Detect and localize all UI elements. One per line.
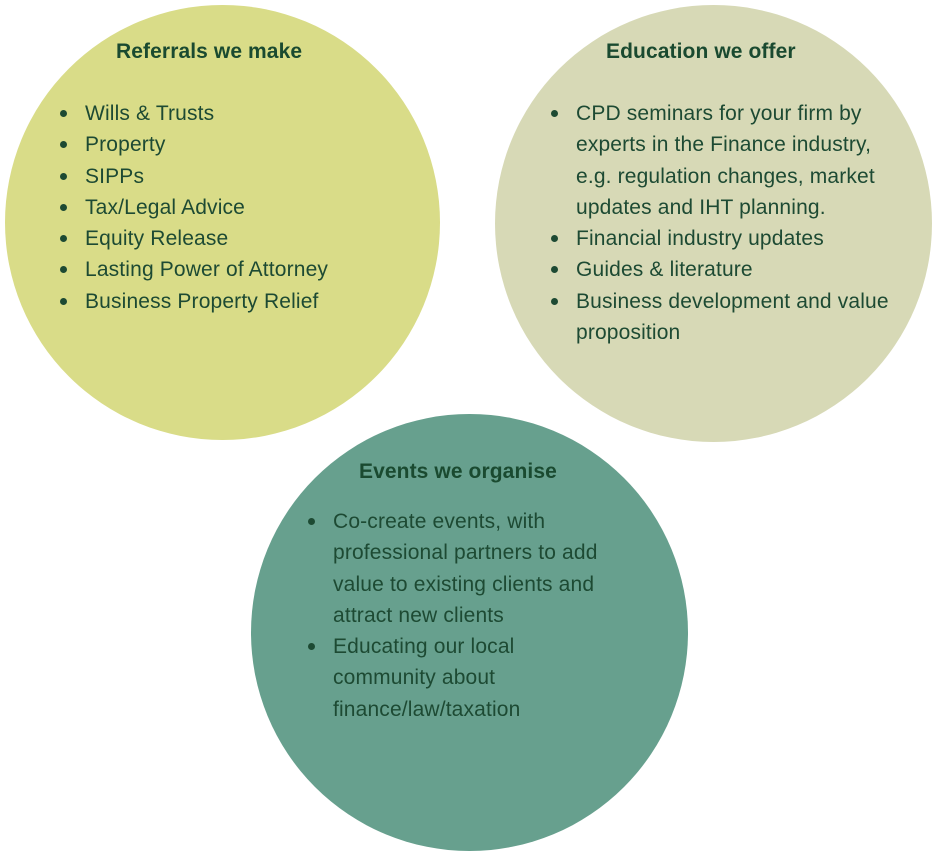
list-item: Tax/Legal Advice: [57, 192, 417, 223]
education-title: Education we offer: [606, 40, 796, 63]
bullet-icon: [60, 110, 67, 117]
bullet-icon: [60, 141, 67, 149]
list-item-text: Tax/Legal Advice: [85, 195, 246, 219]
bullet-icon: [551, 297, 558, 305]
list-item-text: Business Property Relief: [85, 289, 319, 313]
list-item-text: CPD seminars for your firm by experts in…: [576, 102, 875, 219]
list-item: Educating our local community about fina…: [305, 631, 605, 725]
list-item-text: Wills & Trusts: [85, 102, 215, 125]
list-item-text: Property: [85, 133, 166, 157]
list-item-text: Business development and value propositi…: [576, 289, 889, 345]
bullet-icon: [308, 643, 315, 651]
events-circle: [251, 414, 688, 851]
list-item-text: Educating our local community about fina…: [333, 635, 521, 721]
bullet-icon: [308, 518, 315, 525]
bullet-icon: [60, 266, 67, 274]
list-item: Property: [57, 129, 417, 160]
list-item: Equity Release: [57, 223, 417, 254]
list-item-text: Financial industry updates: [576, 227, 824, 251]
events-title: Events we organise: [359, 460, 557, 483]
events-list: Co-create events, with professional part…: [305, 506, 605, 725]
bullet-icon: [60, 235, 67, 243]
list-item-text: SIPPs: [85, 164, 145, 188]
education-circle: [495, 5, 932, 442]
bullet-icon: [551, 266, 558, 274]
list-item: Wills & Trusts: [57, 98, 417, 129]
bullet-icon: [551, 110, 558, 117]
list-item: Business development and value propositi…: [548, 286, 893, 349]
list-item: Lasting Power of Attorney: [57, 254, 417, 285]
list-item: Business Property Relief: [57, 286, 417, 317]
referrals-title: Referrals we make: [116, 40, 303, 63]
referrals-list: Wills & Trusts Property SIPPs Tax/Legal …: [57, 98, 417, 317]
list-item: SIPPs: [57, 161, 417, 192]
list-item-text: Guides & literature: [576, 258, 753, 282]
list-item: CPD seminars for your firm by experts in…: [548, 98, 893, 223]
list-item-text: Lasting Power of Attorney: [85, 258, 329, 282]
bullet-icon: [60, 172, 67, 180]
list-item: Financial industry updates: [548, 223, 893, 254]
referrals-circle: [5, 5, 440, 440]
list-item-text: Equity Release: [85, 227, 229, 251]
bullet-icon: [60, 297, 67, 305]
list-item-text: Co-create events, with professional part…: [333, 510, 598, 627]
bullet-icon: [60, 203, 67, 211]
list-item: Co-create events, with professional part…: [305, 506, 605, 631]
education-list: CPD seminars for your firm by experts in…: [548, 98, 893, 348]
bullet-icon: [551, 235, 558, 243]
list-item: Guides & literature: [548, 254, 893, 285]
